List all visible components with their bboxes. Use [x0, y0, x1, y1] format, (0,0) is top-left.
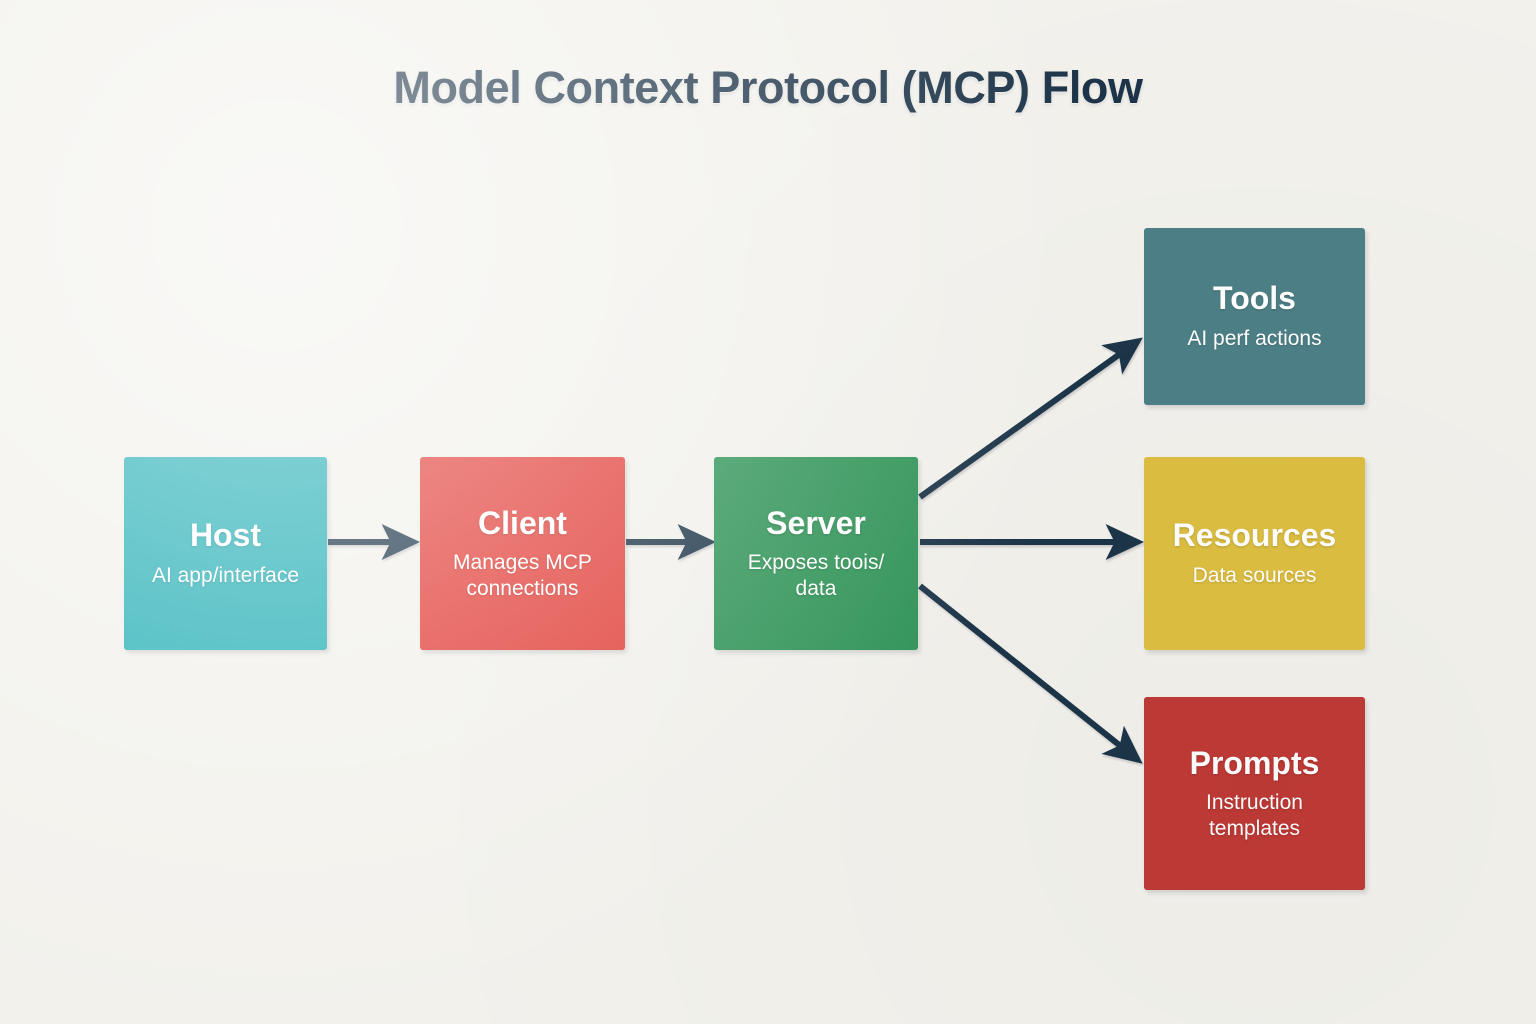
node-host[interactable]: Host AI app/interface: [124, 457, 327, 650]
node-server-subtitle: Exposes toois/ data: [747, 551, 885, 600]
node-prompts-title: Prompts: [1189, 744, 1320, 781]
node-client[interactable]: Client Manages MCP connections: [420, 457, 625, 650]
page-title: Model Context Protocol (MCP) Flow: [393, 62, 1143, 113]
node-client-subtitle: Manages MCP connections: [453, 551, 592, 600]
node-prompts[interactable]: Prompts Instruction templates: [1144, 697, 1365, 890]
node-prompts-subtitle: Instruction templates: [1206, 791, 1303, 840]
node-server-title: Server: [766, 504, 866, 541]
node-resources[interactable]: Resources Data sources: [1144, 457, 1365, 650]
node-host-title: Host: [189, 517, 262, 554]
node-resources-subtitle: Data sources: [1192, 563, 1317, 587]
node-host-subtitle: AI app/interface: [151, 563, 300, 587]
edge-server-to-tools: [918, 337, 1143, 500]
node-tools[interactable]: Tools AI perf actions: [1144, 228, 1365, 405]
node-server[interactable]: Server Exposes toois/ data: [714, 457, 918, 650]
edge-server-to-prompts: [918, 583, 1143, 764]
node-client-title: Client: [478, 504, 567, 541]
node-tools-title: Tools: [1213, 280, 1296, 317]
node-resources-title: Resources: [1172, 517, 1337, 554]
node-tools-subtitle: AI perf actions: [1187, 326, 1322, 350]
